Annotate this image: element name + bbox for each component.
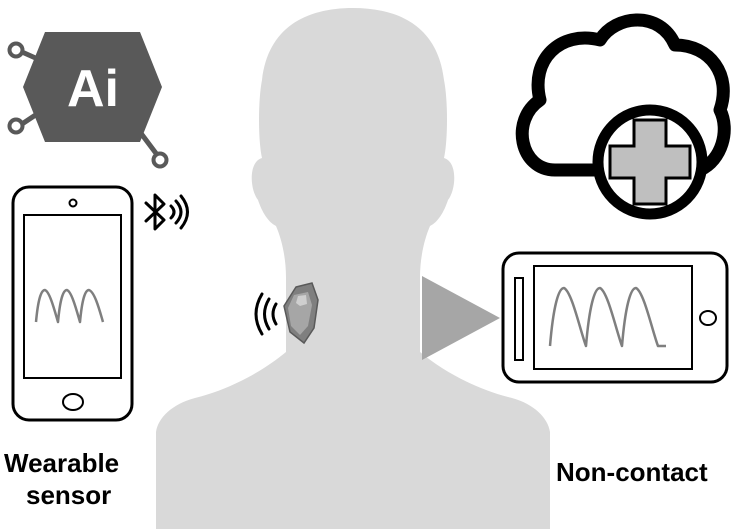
phone-icon [11,185,134,422]
bluetooth-icon [144,193,189,231]
non-contact-label: Non-contact [556,457,708,487]
wearable-label-line1: Wearable [4,448,120,478]
wearable-sensor-label: Wearable sensor [4,447,154,511]
phone-pulse-waveform [34,288,105,324]
person-silhouette [156,8,550,529]
wireless-signal-icon [254,292,278,336]
tablet-icon [501,251,729,384]
projection-arrow [422,276,500,360]
tablet-pulse-waveform [548,286,666,348]
wearable-sensor-icon [283,282,319,345]
ai-chip-label: Ai [67,60,119,118]
ai-chip-icon: Ai [7,32,169,169]
cloud-medical-icon [515,13,731,220]
wearable-label-line2: sensor [26,480,112,510]
